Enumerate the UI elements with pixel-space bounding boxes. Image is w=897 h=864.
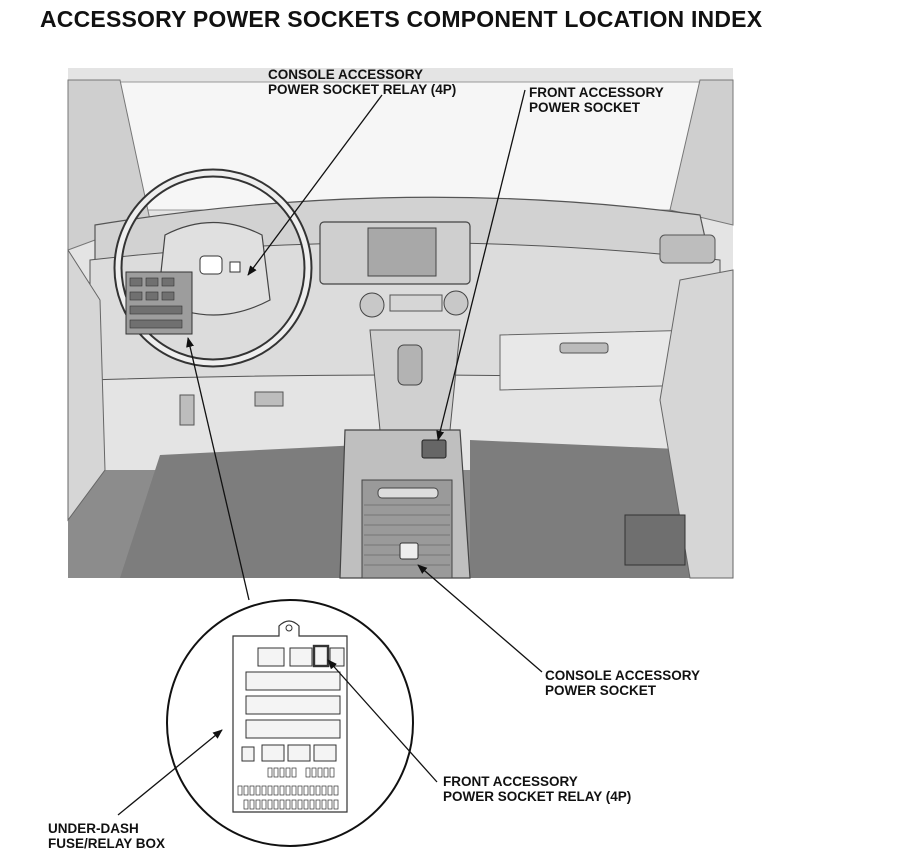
leader-front-relay — [327, 659, 438, 783]
leader-fuse-box — [117, 729, 223, 816]
callout-line: POWER SOCKET — [545, 683, 657, 698]
leader-fuse-zoom — [186, 337, 250, 601]
callout-line: FRONT ACCESSORY — [529, 85, 664, 100]
callout-line: POWER SOCKET — [529, 100, 641, 115]
car-interior — [67, 68, 734, 579]
callout-front-relay: FRONT ACCESSORY POWER SOCKET RELAY (4P) — [443, 774, 631, 804]
callout-fuse-box: UNDER-DASH FUSE/RELAY BOX — [48, 821, 165, 851]
callout-front-socket: FRONT ACCESSORY POWER SOCKET — [529, 85, 664, 115]
callout-console-relay: CONSOLE ACCESSORY POWER SOCKET RELAY (4P… — [268, 67, 456, 97]
page-title: ACCESSORY POWER SOCKETS COMPONENT LOCATI… — [40, 6, 763, 32]
callout-line: FRONT ACCESSORY — [443, 774, 578, 789]
callout-line: CONSOLE ACCESSORY — [545, 668, 701, 683]
callout-line: POWER SOCKET RELAY (4P) — [443, 789, 632, 804]
leader-lines — [117, 89, 543, 816]
leader-console-socket — [417, 564, 543, 673]
callout-line: POWER SOCKET RELAY (4P) — [268, 82, 457, 97]
leader-front-socket — [436, 89, 526, 441]
callout-line: FUSE/RELAY BOX — [48, 836, 166, 851]
callout-line: UNDER-DASH — [48, 821, 139, 836]
fuse-box-detail — [166, 599, 414, 847]
callout-line: CONSOLE ACCESSORY — [268, 67, 424, 82]
leader-console-relay — [247, 94, 383, 276]
callout-console-socket: CONSOLE ACCESSORY POWER SOCKET — [545, 668, 700, 698]
